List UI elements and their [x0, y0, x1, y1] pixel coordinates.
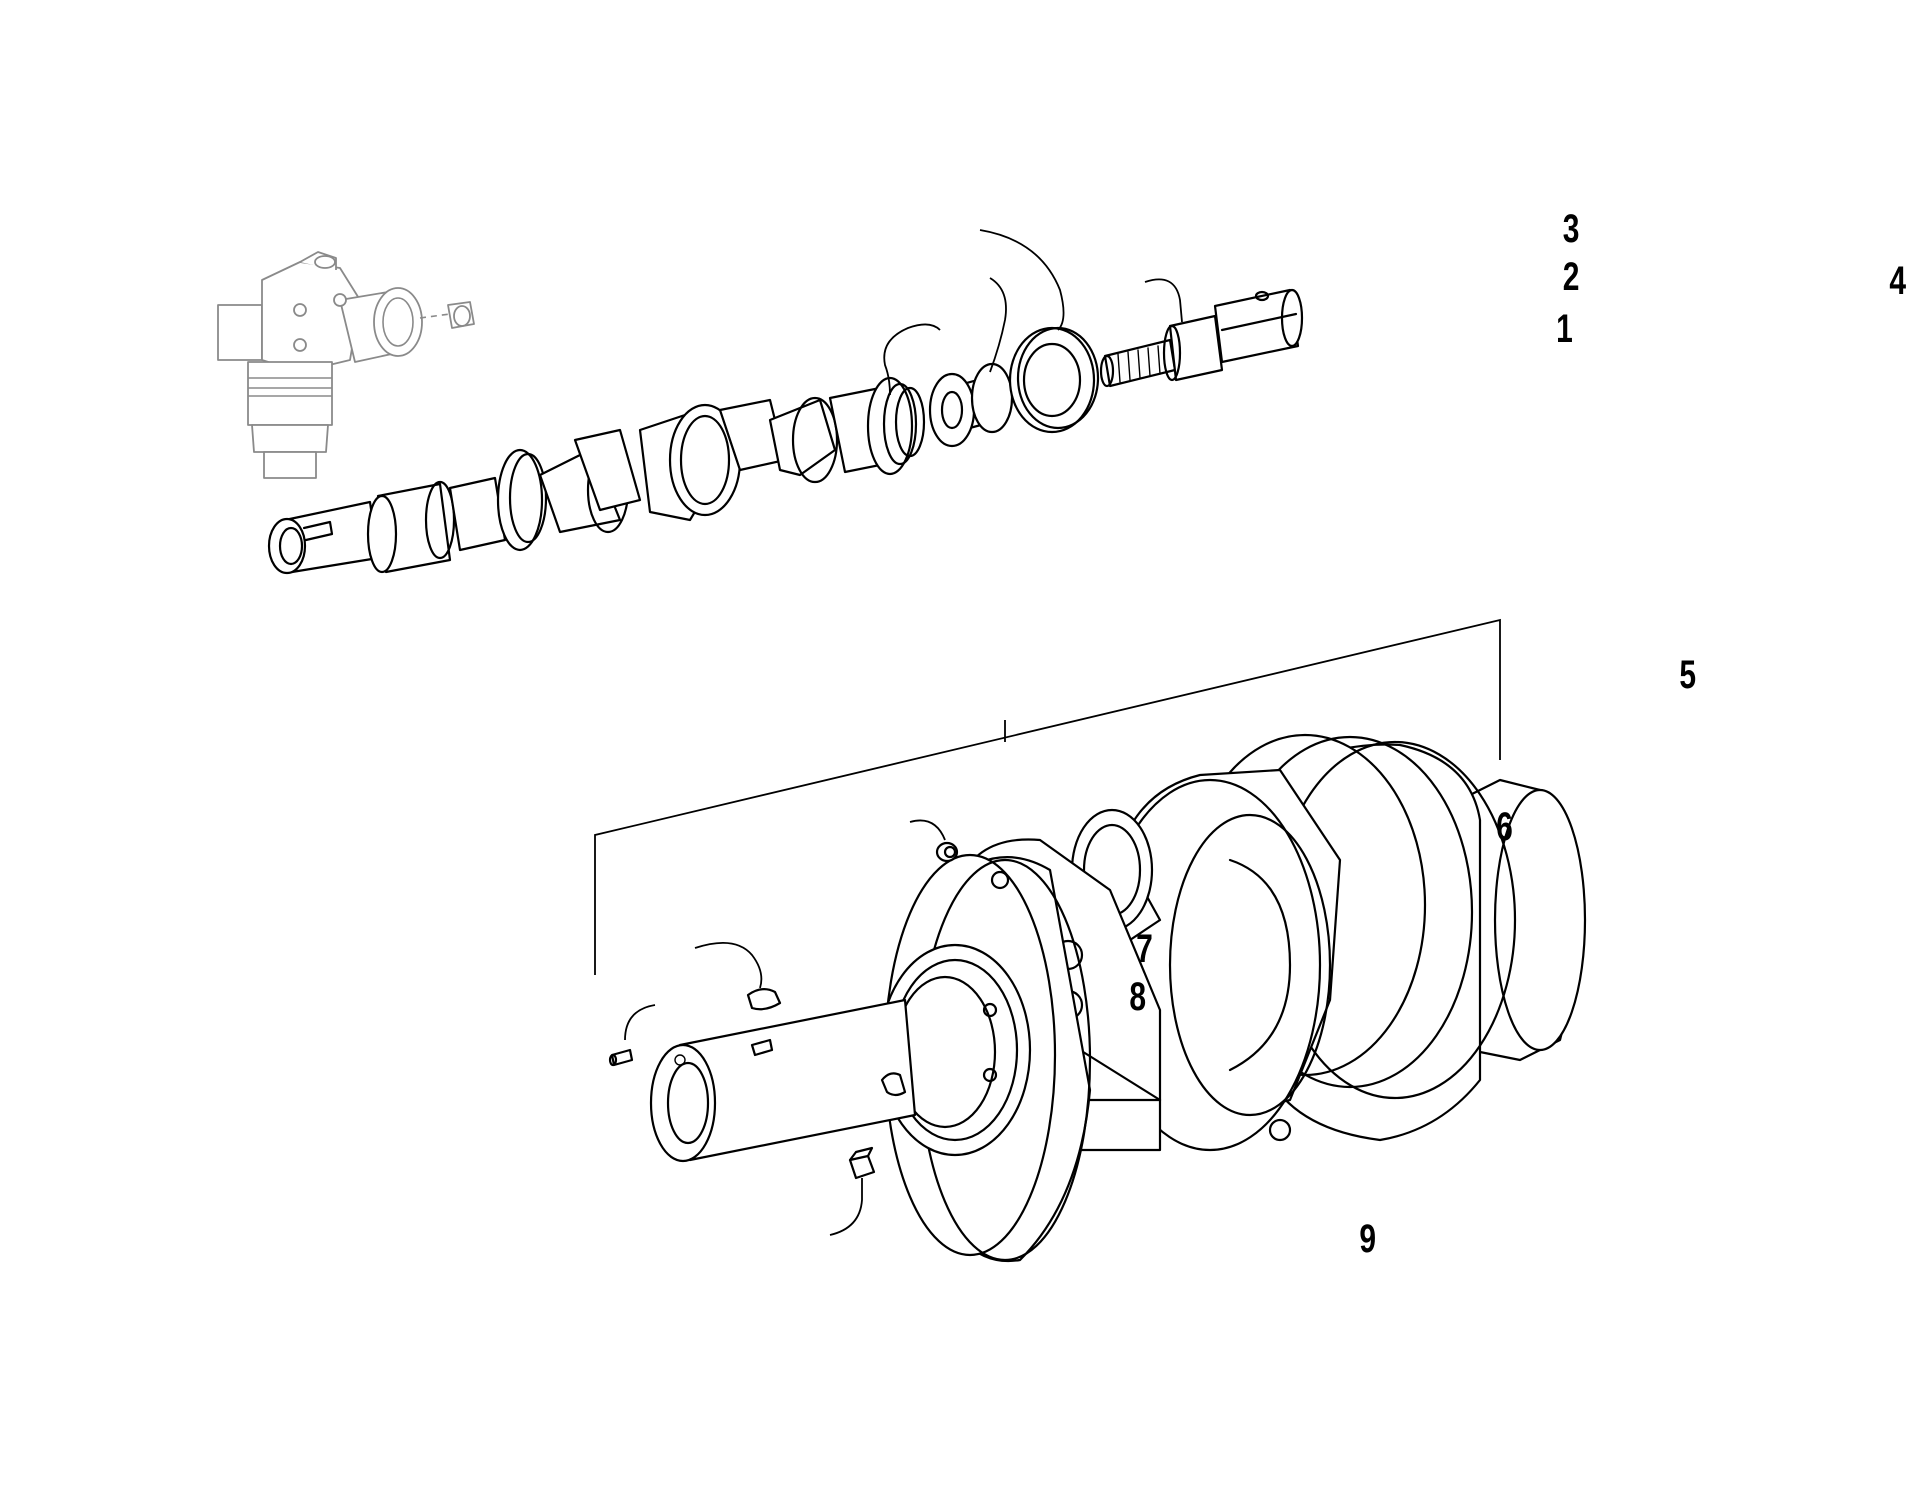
- part-8-pin: [608, 1048, 634, 1067]
- reference-pump-assembly: [217, 251, 475, 479]
- callout-5: 5: [1679, 653, 1696, 697]
- part-7-key: [746, 988, 782, 1011]
- part-9-key: [848, 1146, 876, 1180]
- leader-8: [624, 1004, 656, 1041]
- leader-3: [979, 229, 1065, 331]
- callout-7: 7: [1136, 927, 1153, 971]
- part-2-bushing: [928, 362, 1014, 448]
- part-4-bolt: [1099, 288, 1304, 388]
- callout-8: 8: [1129, 975, 1146, 1019]
- leader-2: [989, 277, 1007, 373]
- callout-9: 9: [1359, 1217, 1376, 1261]
- leader-1: [883, 323, 941, 396]
- part-6-plug: [935, 841, 959, 863]
- leader-6: [909, 819, 946, 841]
- crankshaft: [649, 733, 1587, 1263]
- callout-4: 4: [1889, 259, 1906, 303]
- camshaft: [267, 376, 926, 575]
- leader-7: [694, 942, 763, 989]
- callout-6: 6: [1496, 805, 1513, 849]
- part-3-ring: [1008, 326, 1100, 434]
- leader-lines: [594, 229, 1501, 1236]
- callouts: 1 2 3 4 5 6 7 8 9: [1129, 207, 1906, 1261]
- callout-2: 2: [1563, 255, 1580, 299]
- leader-5-bracket: [594, 618, 1501, 975]
- callout-1: 1: [1556, 307, 1573, 351]
- callout-3: 3: [1563, 207, 1580, 251]
- leader-9: [829, 1178, 863, 1236]
- leader-4: [1144, 278, 1183, 323]
